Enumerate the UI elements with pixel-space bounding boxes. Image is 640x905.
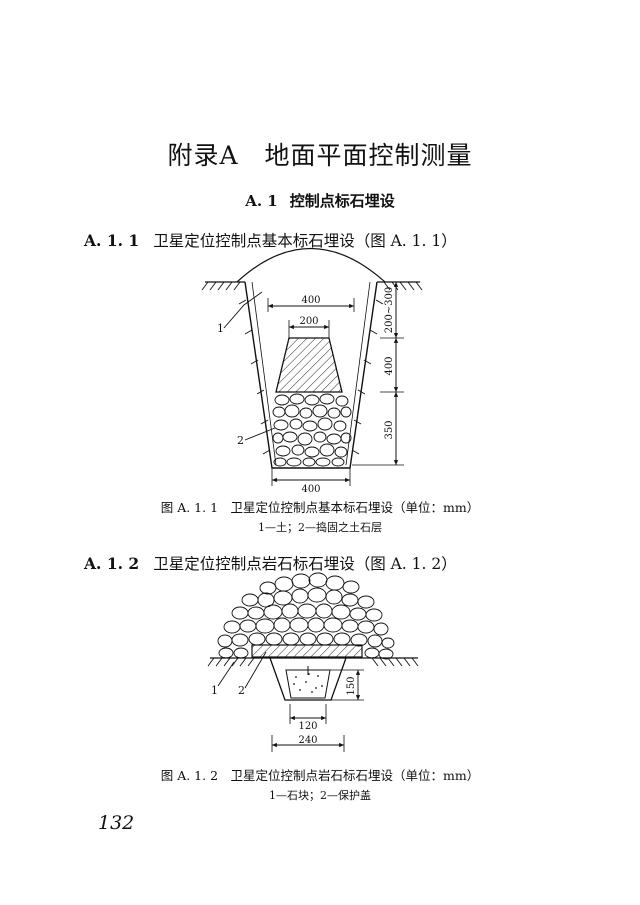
clause-text: 卫星定位控制点基本标石埋设（图 A. 1. 1）	[153, 232, 457, 250]
marker-stone	[275, 337, 343, 393]
clause-number: A. 1. 2	[84, 554, 140, 573]
dim-text-top: 400	[301, 295, 320, 306]
section-heading: A. 1 控制点标石埋设	[0, 190, 640, 211]
rubble-layer	[272, 393, 352, 467]
figure-1-caption: 图 A. 1. 1 卫星定位控制点基本标石埋设（单位：mm）	[160, 500, 480, 515]
leader-2-1	[217, 661, 235, 687]
dim-text-v2: 400	[384, 356, 395, 375]
concrete-dots	[293, 673, 323, 693]
figure-1-dim-text: 400 200 400 200~300 400 350 1 2	[217, 287, 395, 495]
rock-pit	[269, 657, 347, 701]
dim-text-v3: 350	[384, 420, 395, 439]
clause-text: 卫星定位控制点岩石标石埋设（图 A. 1. 2）	[153, 555, 457, 573]
figure-1-note: 1—土；2—捣固之土石层	[258, 521, 382, 534]
leader-2	[244, 427, 276, 441]
label-2-1: 1	[211, 684, 218, 697]
label-2: 2	[237, 434, 244, 447]
page-number: 132	[98, 812, 135, 834]
mound-arc	[236, 247, 386, 283]
section-number: A. 1	[245, 192, 278, 210]
label-1: 1	[217, 322, 224, 335]
figure-1-drawing	[201, 247, 423, 486]
dim-text-240: 240	[298, 735, 317, 746]
dim-text-120: 120	[298, 721, 317, 732]
dim-text-mid: 200	[299, 316, 318, 327]
clause-number: A. 1. 1	[84, 231, 140, 250]
pit-outline	[244, 281, 378, 469]
chapter-title: 附录A 地面平面控制测量	[167, 141, 473, 170]
figure-2-note: 1—石块；2—保护盖	[269, 789, 371, 802]
protective-cover	[251, 644, 363, 658]
dim-text-v1: 200~300	[384, 287, 395, 334]
figure-2-caption: 图 A. 1. 2 卫星定位控制点岩石标石埋设（单位：mm）	[160, 768, 480, 783]
dim-text-bottom: 400	[301, 484, 320, 495]
clause-a-1-1: A. 1. 1 卫星定位控制点基本标石埋设（图 A. 1. 1）	[84, 229, 457, 251]
leader-1	[223, 291, 263, 329]
section-title: 控制点标石埋设	[289, 192, 395, 210]
figure-2-drawing	[207, 572, 419, 752]
leader-2-2	[244, 651, 267, 689]
marker-concrete	[285, 669, 331, 699]
ground-hatch-2	[207, 657, 419, 667]
clause-a-1-2: A. 1. 2 卫星定位控制点岩石标石埋设（图 A. 1. 2）	[84, 552, 457, 574]
label-2-2: 2	[238, 684, 245, 697]
figure-2-dim-text: 120 240 150 1 2	[211, 676, 357, 746]
dim-text-150: 150	[346, 676, 357, 695]
center-mark	[303, 666, 313, 675]
